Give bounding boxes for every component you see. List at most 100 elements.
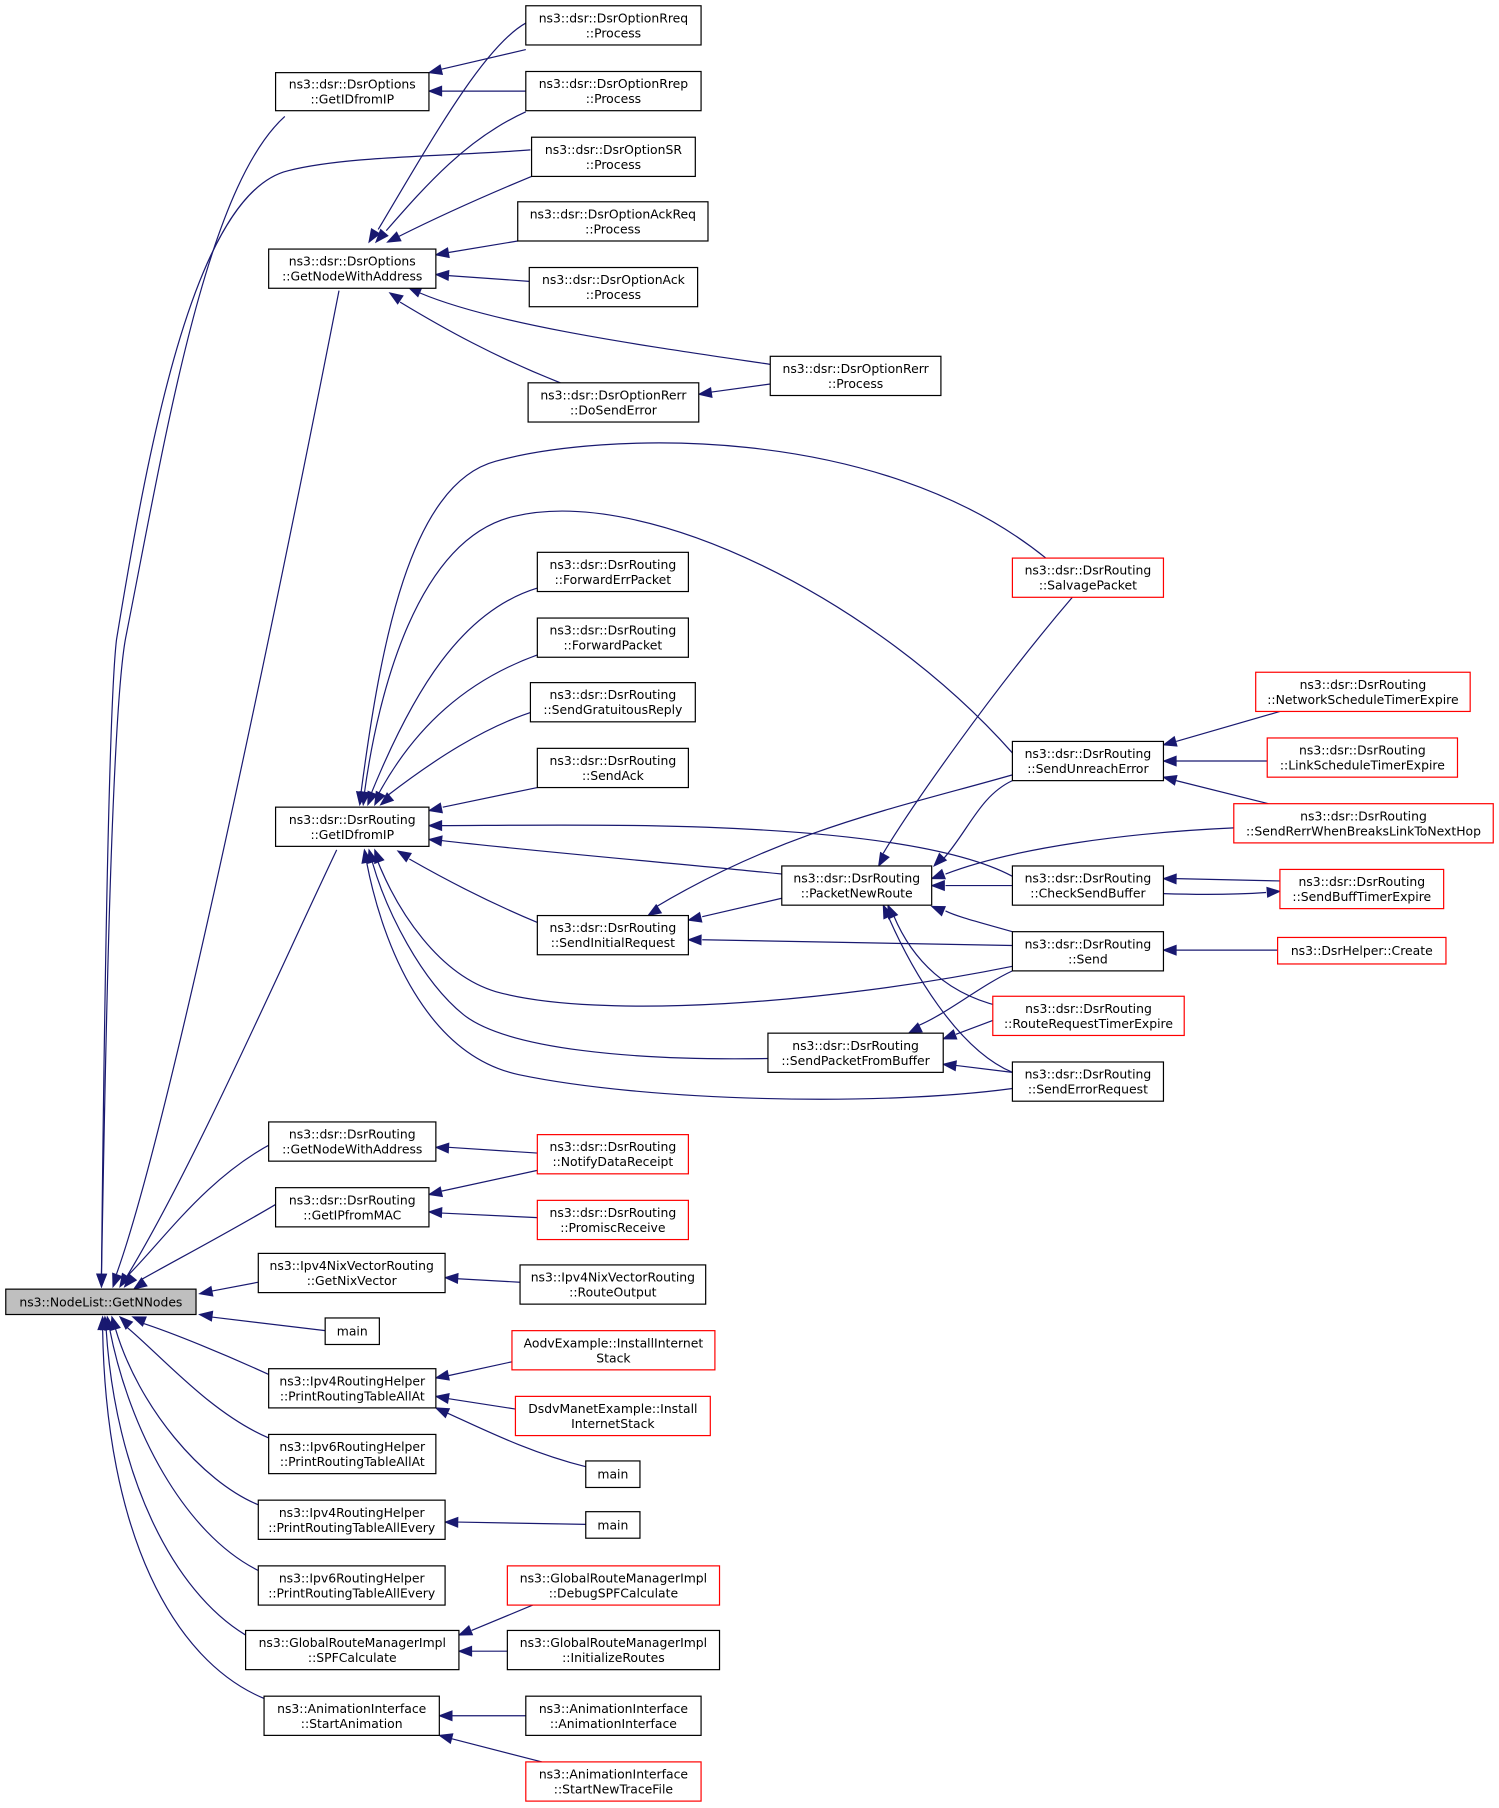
graph-node-ack-process[interactable]: ns3::dsr::DsrOptionAck::Process [528,266,699,308]
graph-node-rt-sendrerrwhenbreaks[interactable]: ns3::dsr::DsrRouting::SendRerrWhenBreaks… [1233,803,1494,844]
call-edge [702,897,782,918]
call-edge [105,1328,246,1636]
graph-node-v6-printall-every[interactable]: ns3::Ipv6RoutingHelper::PrintRoutingTabl… [257,1565,446,1606]
node-label: ns3::dsr::DsrRouting [550,687,677,702]
graph-node-rt-notifydatareceipt[interactable]: ns3::dsr::DsrRouting::NotifyDataReceipt [536,1134,689,1175]
graph-node-v4-printall-at[interactable]: ns3::Ipv4RoutingHelper::PrintRoutingTabl… [268,1368,437,1409]
graph-node-rt-senderrorrequest[interactable]: ns3::dsr::DsrRouting::SendErrorRequest [1011,1061,1165,1102]
graph-node-grm-spfcalculate[interactable]: ns3::GlobalRouteManagerImpl::SPFCalculat… [245,1629,460,1671]
graph-node-rt-sendbufftimerexpire[interactable]: ns3::dsr::DsrRouting::SendBuffTimerExpir… [1279,868,1445,910]
graph-node-rt-getnodewithaddress[interactable]: ns3::dsr::DsrRouting::GetNodeWithAddress [268,1121,437,1162]
node-box [1011,865,1165,906]
graph-node-grm-debugspf[interactable]: ns3::GlobalRouteManagerImpl::DebugSPFCal… [506,1565,721,1606]
edge-arrowhead [434,1392,450,1404]
edge-arrowhead [457,1645,473,1657]
graph-node-rt-getidfromip[interactable]: ns3::dsr::DsrRouting::GetIDfromIP [274,806,430,847]
graph-node-rt-sendinitialrequest[interactable]: ns3::dsr::DsrRouting::SendInitialRequest [536,914,689,956]
graph-node-ackreq-process[interactable]: ns3::dsr::DsrOptionAckReq::Process [517,201,709,242]
node-box [274,1187,430,1228]
edge-arrowhead [198,1310,214,1322]
call-edge [126,1326,269,1439]
node-label: ns3::dsr::DsrRouting [289,812,416,827]
graph-node-dsrhelper-create[interactable]: ns3::DsrHelper::Create [1277,936,1447,965]
call-edge [363,510,1013,794]
graph-node-rt-sendgratuitousreply[interactable]: ns3::dsr::DsrRouting::SendGratuitousRepl… [529,682,696,723]
node-label: ns3::dsr::DsrRouting [1025,871,1152,886]
graph-node-main1[interactable]: main [324,1317,380,1346]
graph-node-rrep-process[interactable]: ns3::dsr::DsrOptionRrep::Process [525,70,702,112]
graph-node-rt-checksendbuffer[interactable]: ns3::dsr::DsrRouting::CheckSendBuffer [1011,865,1165,906]
graph-node-nix-getnixvector[interactable]: ns3::Ipv4NixVectorRouting::GetNixVector [257,1252,446,1294]
graph-node-nix-routeoutput[interactable]: ns3::Ipv4NixVectorRouting::RouteOutput [519,1264,707,1305]
call-edge [893,915,1013,1010]
call-edge [385,111,527,232]
node-box [268,248,437,289]
graph-node-opt-getnodewithaddress[interactable]: ns3::dsr::DsrOptions::GetNodeWithAddress [268,248,437,289]
call-edge [377,654,538,795]
node-box [511,1330,716,1371]
call-edge [448,240,518,254]
call-edge [102,1329,265,1700]
graph-node-rt-getipfrommac[interactable]: ns3::dsr::DsrRouting::GetIPfromMAC [274,1187,430,1228]
node-label: ::CheckSendBuffer [1030,886,1146,901]
graph-node-rt-sendack[interactable]: ns3::dsr::DsrRouting::SendAck [536,747,689,789]
node-label: ::Process [828,376,883,391]
graph-node-rt-networkscheduletimerexpire[interactable]: ns3::dsr::DsrRouting::NetworkScheduleTim… [1255,671,1471,713]
graph-node-rt-forwarderrpacket[interactable]: ns3::dsr::DsrRouting::ForwardErrPacket [536,551,689,593]
graph-node-rt-forwardpacket[interactable]: ns3::dsr::DsrRouting::ForwardPacket [536,617,689,658]
edge-arrowhead [434,1407,451,1419]
graph-node-rt-routerequesttimerexpire[interactable]: ns3::dsr::DsrRouting::RouteRequestTimerE… [992,995,1185,1037]
node-box [257,1565,446,1606]
edge-arrowhead [374,228,389,244]
graph-node-sr-process[interactable]: ns3::dsr::DsrOptionSR::Process [530,136,696,178]
graph-node-v4-printall-every[interactable]: ns3::Ipv4RoutingHelper::PrintRoutingTabl… [257,1499,446,1540]
graph-node-anim-start[interactable]: ns3::AnimationInterface::StartAnimation [263,1695,440,1736]
call-edge [409,858,538,924]
edge-arrowhead [434,269,450,281]
node-label: ns3::dsr::DsrOptionRrep [539,76,689,91]
edge-arrowhead [198,1285,214,1297]
call-edge [114,1328,259,1506]
graph-node-v6-printall-at[interactable]: ns3::Ipv6RoutingHelper::PrintRoutingTabl… [268,1433,437,1475]
graph-node-grm-initroutes[interactable]: ns3::GlobalRouteManagerImpl::InitializeR… [506,1629,721,1671]
node-label: ns3::dsr::DsrRouting [550,920,677,935]
graph-node-main3[interactable]: main [585,1511,641,1539]
call-edge [398,175,532,237]
graph-node-anim-newtrace[interactable]: ns3::AnimationInterface::StartNewTraceFi… [525,1761,702,1802]
graph-node-opt-getidfromip[interactable]: ns3::dsr::DsrOptions::GetIDfromIP [274,72,430,112]
node-label: ::SalvagePacket [1039,578,1137,593]
node-label: ::ForwardPacket [564,638,663,653]
graph-node-rt-linkscheduletimerexpire[interactable]: ns3::dsr::DsrRouting::LinkScheduleTimerE… [1266,737,1459,778]
edge-arrowhead [361,848,373,864]
node-label: ns3::GlobalRouteManagerImpl [520,1635,707,1650]
node-box [525,5,702,46]
call-edge [448,1361,513,1377]
edge-arrowhead [434,1142,450,1154]
graph-node-anim-ctor[interactable]: ns3::AnimationInterface::AnimationInterf… [525,1695,702,1736]
call-edge [377,22,527,230]
edge-arrowhead [427,835,443,847]
node-label: ns3::dsr::DsrOptions [289,254,416,269]
graph-node-rt-packetnewroute[interactable]: ns3::dsr::DsrRouting::PacketNewRoute [781,865,933,906]
graph-node-main2[interactable]: main [585,1460,641,1489]
graph-node-rt-promiscreceive[interactable]: ns3::dsr::DsrRouting::PromiscReceive [536,1199,689,1241]
graph-node-root[interactable]: ns3::NodeList::GetNNodes [5,1288,197,1316]
graph-node-rt-salvagepacket[interactable]: ns3::dsr::DsrRouting::SalvagePacket [1011,557,1165,598]
node-box [517,201,709,242]
edge-arrowhead [646,903,663,917]
graph-node-rerr-dosenderror[interactable]: ns3::dsr::DsrOptionRerr::DoSendError [527,382,700,423]
node-box [536,1199,689,1241]
node-box [525,1761,702,1802]
node-box [263,1695,440,1736]
call-edge [115,290,340,1275]
edge-arrowhead [437,1733,454,1745]
node-label: ::PrintRoutingTableAllEvery [268,1585,435,1600]
graph-node-rerr-process[interactable]: ns3::dsr::DsrOptionRerr::Process [769,355,942,397]
graph-node-rt-sendunreacherror[interactable]: ns3::dsr::DsrRouting::SendUnreachError [1011,740,1165,782]
graph-node-rt-sendpacketfrombuffer[interactable]: ns3::dsr::DsrRouting::SendPacketFromBuff… [767,1032,944,1073]
call-edge [448,1398,516,1410]
graph-node-rt-send[interactable]: ns3::dsr::DsrRouting::Send [1011,931,1165,972]
graph-node-rreq-process[interactable]: ns3::dsr::DsrOptionRreq::Process [525,5,702,46]
